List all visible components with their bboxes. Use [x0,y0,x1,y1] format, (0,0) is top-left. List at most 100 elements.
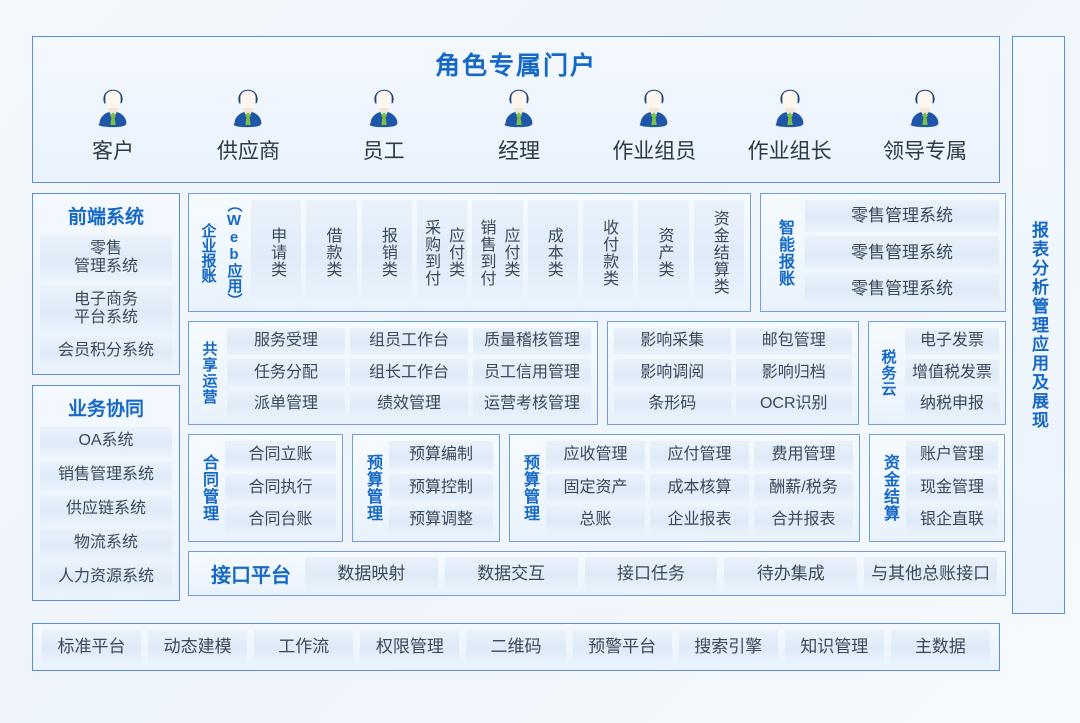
foundation-permission[interactable]: 权限管理 [360,630,460,664]
collab-item-sales[interactable]: 销售管理系统 [40,461,172,490]
tax-cloud-panel: 税务云 电子发票 增值税发票 纳税申报 [868,321,1006,425]
foundation-master-data[interactable]: 主数据 [890,630,990,664]
imaging-archive[interactable]: 影响归档 [735,359,852,387]
frontend-item-retail-line1: 零售 [89,239,122,257]
shared-ops-task-assign[interactable]: 任务分配 [227,359,345,387]
budget-control[interactable]: 预算控制 [389,473,493,503]
reimb-cat-application[interactable]: 申请类 [251,200,302,305]
role-item[interactable]: 领导专属 [865,85,985,165]
collab-item-oa[interactable]: OA系统 [40,427,172,456]
table-row: 总账 企业报表 合并报表 [546,506,853,536]
foundation-workflow[interactable]: 工作流 [254,630,354,664]
acct-cost-accounting[interactable]: 成本核算 [650,473,749,503]
shared-ops-employee-credit[interactable]: 员工信用管理 [473,359,591,387]
enterprise-reimbursement-panel: 企业报账 （Web应用） 申请类 借款类 报销类 采购到付 应付类 销售到付 应… [188,193,751,312]
shared-ops-operation-assessment[interactable]: 运营考核管理 [473,390,591,418]
shared-ops-leader-workbench[interactable]: 组长工作台 [350,359,468,387]
iface-task[interactable]: 接口任务 [584,557,718,590]
role-item[interactable]: 作业组员 [594,85,714,165]
settlement-account-mgmt[interactable]: 账户管理 [906,441,998,470]
settlement-bank-link[interactable]: 银企直联 [906,506,998,536]
frontend-item-membership[interactable]: 会员积分系统 [40,337,172,366]
acct-consolidated-report[interactable]: 合并报表 [754,506,853,536]
acct-payroll-tax[interactable]: 酬薪/税务 [754,473,853,503]
foundation-alert-platform[interactable]: 预警平台 [572,630,672,664]
shared-operations-label: 共享运营 [200,341,218,405]
contract-setup[interactable]: 合同立账 [225,441,336,470]
imaging-capture[interactable]: 影响采集 [614,328,731,356]
shared-ops-dispatch[interactable]: 派单管理 [227,390,345,418]
shared-ops-member-workbench[interactable]: 组员工作台 [350,328,468,356]
frontend-item-retail[interactable]: 零售 管理系统 [40,235,172,281]
collab-item-supplychain[interactable]: 供应链系统 [40,495,172,524]
iface-data-exchange[interactable]: 数据交互 [444,557,578,590]
acct-receivable[interactable]: 应收管理 [546,441,645,470]
smart-item-1[interactable]: 零售管理系统 [805,200,999,233]
budget-adjustment[interactable]: 预算调整 [389,506,493,536]
collab-item-hr[interactable]: 人力资源系统 [40,563,172,592]
reimb-cat-fund-settlement[interactable]: 资金结算类 [693,200,744,305]
foundation-dynamic-modeling[interactable]: 动态建模 [148,630,248,664]
tax-e-invoice[interactable]: 电子发票 [905,328,999,356]
acct-enterprise-report[interactable]: 企业报表 [650,506,749,536]
role-item[interactable]: 员工 [324,85,444,165]
frontend-item-retail-line2: 管理系统 [73,258,138,275]
foundation-knowledge-mgmt[interactable]: 知识管理 [784,630,884,664]
tax-vat-invoice[interactable]: 增值税发票 [905,359,999,387]
reimb-cat-loan[interactable]: 借款类 [306,200,357,305]
role-item[interactable]: 客户 [53,85,173,165]
reimb-cat-expense[interactable]: 报销类 [361,200,412,305]
reimb-cat-asset[interactable]: 资产类 [638,200,689,305]
interface-platform-list: 数据映射 数据交互 接口任务 待办集成 与其他总账接口 [305,557,997,590]
contract-execution[interactable]: 合同执行 [225,473,336,503]
frontend-item-ecommerce-line2: 平台系统 [73,309,138,326]
collab-item-logistics[interactable]: 物流系统 [40,529,172,558]
role-item[interactable]: 供应商 [188,85,308,165]
reimb-cat-fund-settlement-label: 资金结算类 [710,210,728,295]
imaging-grid: 影响采集 邮包管理 影响调阅 影响归档 条形码 OCR识别 [614,328,852,418]
shared-operations-panel: 共享运营 服务受理 组员工作台 质量稽核管理 任务分配 组长工作台 员工信用管理… [188,321,598,425]
imaging-retrieval[interactable]: 影响调阅 [614,359,731,387]
shared-ops-performance[interactable]: 绩效管理 [350,390,468,418]
business-collaboration-title: 业务协同 [67,398,144,420]
frontend-systems-panel: 前端系统 零售 管理系统 电子商务 平台系统 会员积分系统 [32,193,180,375]
enterprise-reimbursement-label-group: 企业报账 （Web应用） [195,197,247,308]
role-item[interactable]: 作业组长 [730,85,850,165]
contract-ledger[interactable]: 合同台账 [225,506,336,536]
iface-todo-integration[interactable]: 待办集成 [724,557,858,590]
smart-item-2[interactable]: 零售管理系统 [805,236,999,269]
budget-preparation[interactable]: 预算编制 [389,441,493,470]
budget-management-label: 预算管理 [364,454,381,522]
frontend-item-ecommerce-line1: 电子商务 [73,290,138,308]
imaging-barcode[interactable]: 条形码 [614,390,731,418]
reimb-cat-cost[interactable]: 成本类 [527,200,578,305]
tax-filing[interactable]: 纳税申报 [905,390,999,418]
foundation-standard-platform[interactable]: 标准平台 [42,630,142,664]
reimb-cat-loan-label: 借款类 [323,227,341,278]
iface-other-ledger[interactable]: 与其他总账接口 [864,557,997,590]
reimb-cat-procure-to-pay[interactable]: 采购到付 应付类 [416,200,468,305]
shared-ops-service-intake[interactable]: 服务受理 [227,328,345,356]
acct-payable[interactable]: 应付管理 [650,441,749,470]
shared-ops-quality-audit[interactable]: 质量稽核管理 [473,328,591,356]
frontend-item-ecommerce[interactable]: 电子商务 平台系统 [40,286,172,332]
foundation-qrcode[interactable]: 二维码 [466,630,566,664]
reimb-cat-sales-to-pay[interactable]: 销售到付 应付类 [472,200,523,305]
table-row: 固定资产 成本核算 酬薪/税务 [546,473,853,503]
reimb-cat-receipt-payment[interactable]: 收付款类 [582,200,634,305]
acct-expense[interactable]: 费用管理 [754,441,853,470]
smart-item-3[interactable]: 零售管理系统 [805,272,999,305]
iface-data-mapping[interactable]: 数据映射 [305,557,438,590]
acct-fixed-assets[interactable]: 固定资产 [546,473,645,503]
contract-management-panel: 合同管理 合同立账 合同执行 合同台账 [188,434,343,542]
foundation-search-engine[interactable]: 搜索引擎 [678,630,778,664]
imaging-parcel-mgmt[interactable]: 邮包管理 [735,328,852,356]
acct-general-ledger[interactable]: 总账 [546,506,645,536]
imaging-ocr[interactable]: OCR识别 [735,390,852,418]
role-item[interactable]: 经理 [459,85,579,165]
accounting-panel: 预算管理 应收管理 应付管理 费用管理 固定资产 成本核算 酬薪/税务 总账 企 [509,434,860,542]
page-title: 角色专属门户 [434,52,597,80]
smart-reimbursement-list: 零售管理系统 零售管理系统 零售管理系统 [805,200,999,305]
settlement-cash-mgmt[interactable]: 现金管理 [906,473,998,503]
